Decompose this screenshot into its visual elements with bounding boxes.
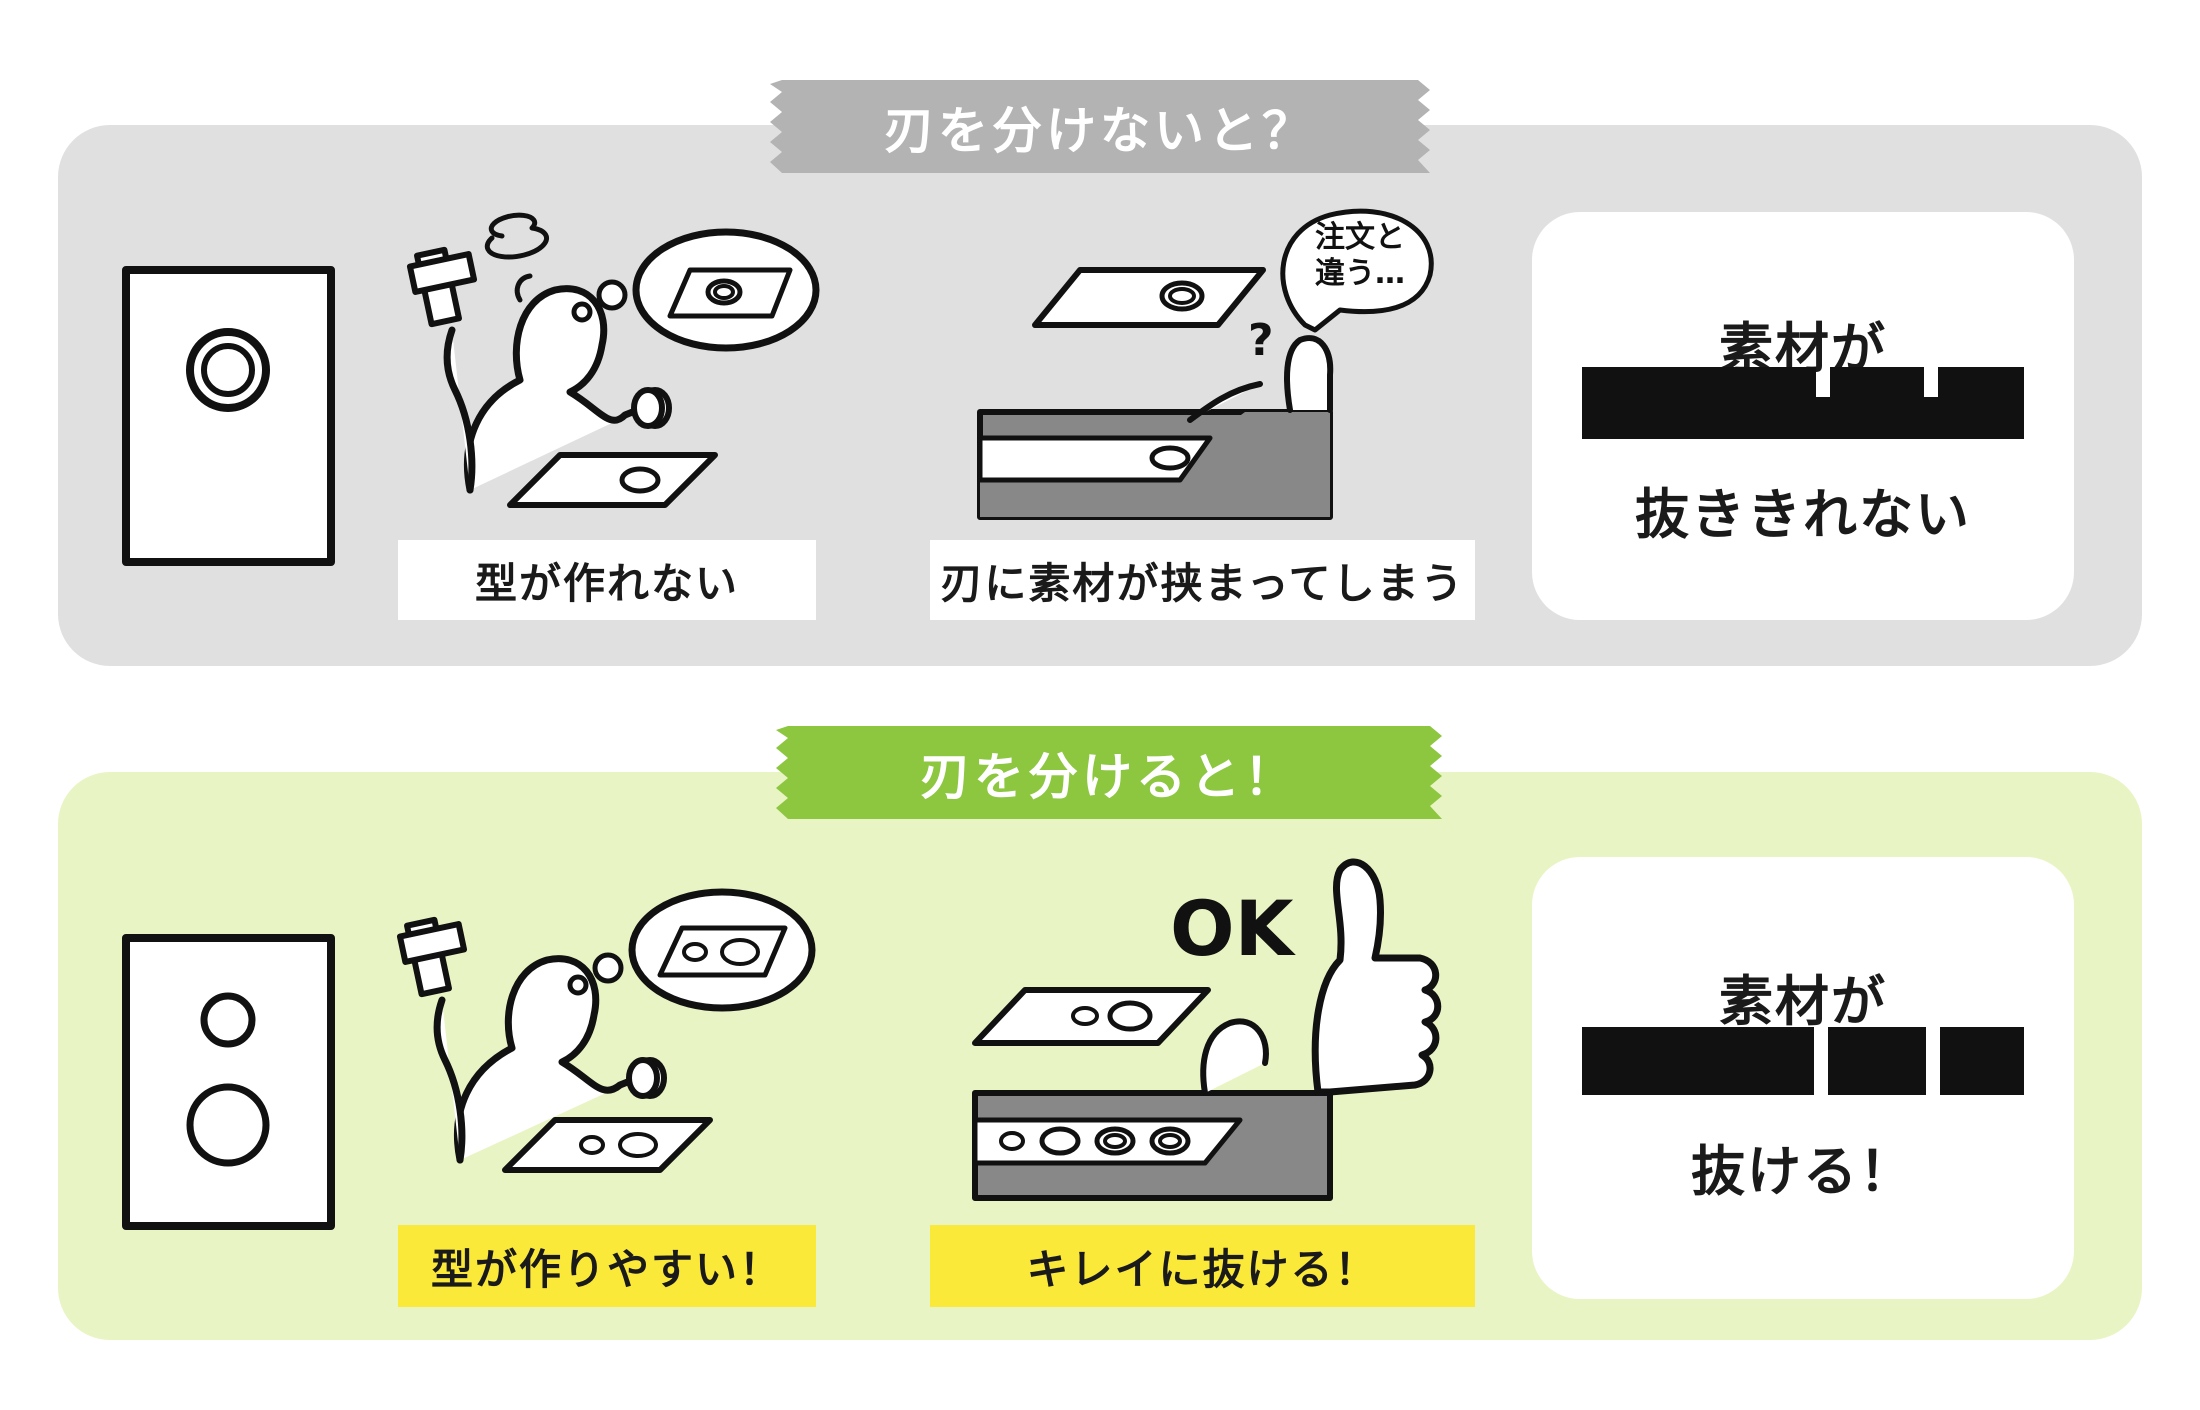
caption-cannot-make-die: 型が作れない — [398, 540, 816, 620]
solution-result-title: 素材が — [1719, 970, 1887, 1033]
caption-clean-cut: キレイに抜ける！ — [930, 1225, 1475, 1307]
ok-text: OK — [1170, 884, 1297, 973]
bubble-line-2: 違う… — [1315, 256, 1405, 291]
question-mark: ? — [1248, 315, 1274, 366]
caption-easy-to-make-die: 型が作りやすい！ — [398, 1225, 816, 1307]
caption-material-stuck: 刃に素材が挟まってしまう — [930, 540, 1475, 620]
solution-header-tape: 刃を分けると！ — [776, 726, 1442, 819]
problem-header: 刃を分けないと？ — [884, 101, 1316, 160]
fully-cut-material-icon — [1582, 1027, 2024, 1095]
happy-craftsman-icon — [396, 888, 816, 1173]
single-blade-die-icon — [122, 266, 335, 566]
clean-cut-machine-icon — [972, 858, 1442, 1201]
stuck-material-machine-icon — [977, 208, 1434, 520]
bubble-line-1: 注文と — [1315, 220, 1405, 255]
confused-craftsman-icon — [406, 212, 820, 508]
problem-header-tape: 刃を分けないと？ — [770, 80, 1430, 173]
solution-header: 刃を分けると！ — [920, 747, 1298, 806]
problem-result-text: 抜ききれない — [1635, 483, 1971, 546]
partially-cut-material-icon — [1582, 367, 2024, 439]
solution-result-card: 素材が 抜ける！ — [1532, 857, 2074, 1299]
problem-result-card: 素材が 抜ききれない — [1532, 212, 2074, 620]
solution-result-text: 抜ける！ — [1691, 1140, 1915, 1203]
separated-blade-die-icon — [122, 934, 335, 1230]
